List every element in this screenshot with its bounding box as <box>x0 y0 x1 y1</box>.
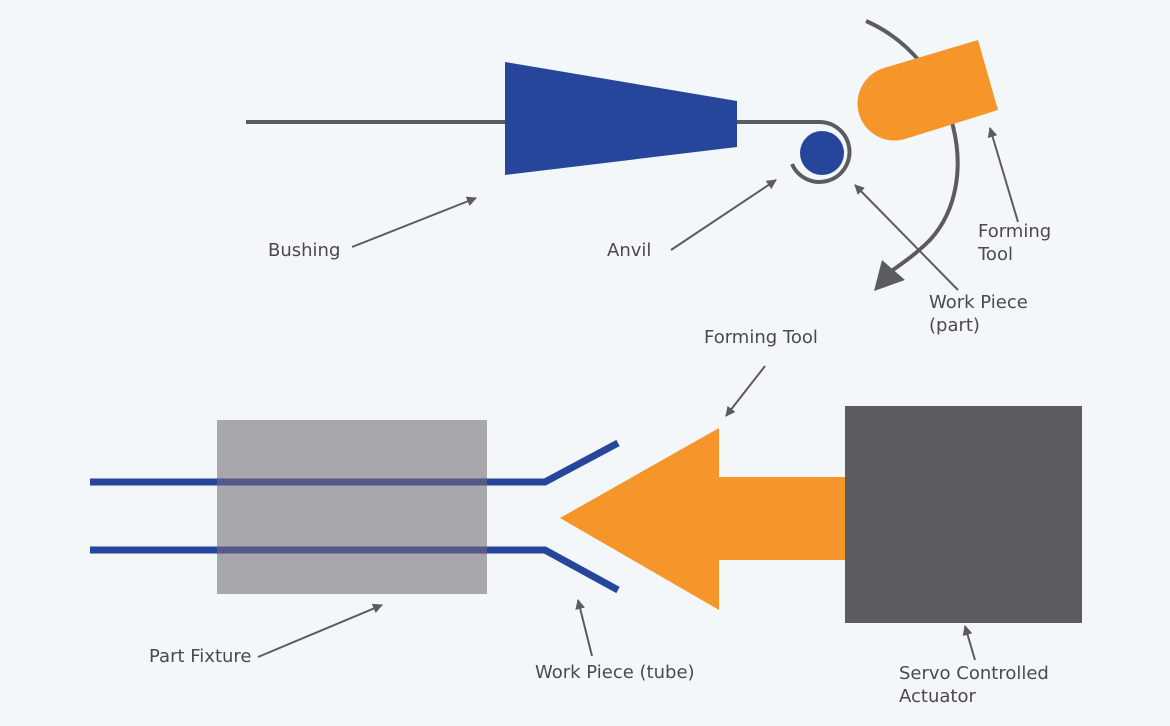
forming-tool-bottom-shape <box>560 428 848 610</box>
tube-overlap-lower <box>217 546 487 554</box>
forming-tool-top-label-line2: Tool <box>978 244 1013 265</box>
rotation-arc <box>865 19 960 274</box>
work-piece-part-leader <box>854 184 959 291</box>
forming-tool-top-leader <box>987 127 1019 223</box>
servo-actuator-label: Servo Controlled Actuator <box>899 662 1049 708</box>
part-fixture-shape <box>217 420 487 594</box>
bushing-shape <box>505 62 737 175</box>
wire-wrap-curve <box>790 119 852 184</box>
servo-leader <box>962 625 976 661</box>
work-piece-part-label: Work Piece (part) <box>929 291 1028 337</box>
part-fixture-leader <box>257 603 383 658</box>
servo-actuator-label-line2: Actuator <box>899 686 976 707</box>
tube-overlap-upper <box>217 478 487 486</box>
forming-tool-bottom-label: Forming Tool <box>704 327 818 348</box>
rotation-arrowhead <box>874 260 905 291</box>
anvil-label: Anvil <box>607 240 652 261</box>
work-piece-tube-label: Work Piece (tube) <box>535 662 695 683</box>
work-piece-part-label-line1: Work Piece <box>929 292 1028 313</box>
forming-tool-top-shape <box>857 40 998 141</box>
work-piece-tube-leader <box>575 599 593 657</box>
anvil-shape <box>800 131 844 175</box>
anvil-leader <box>670 179 777 251</box>
bushing-leader <box>351 196 477 248</box>
bushing-label: Bushing <box>268 240 341 261</box>
forming-tool-bottom-leader <box>725 365 766 417</box>
servo-actuator-label-line1: Servo Controlled <box>899 663 1049 684</box>
servo-actuator-shape <box>845 406 1082 623</box>
part-fixture-label: Part Fixture <box>149 646 252 667</box>
work-piece-part-label-line2: (part) <box>929 315 980 336</box>
forming-tool-top-label: Forming Tool <box>978 220 1051 266</box>
forming-tool-top-label-line1: Forming <box>978 221 1052 242</box>
